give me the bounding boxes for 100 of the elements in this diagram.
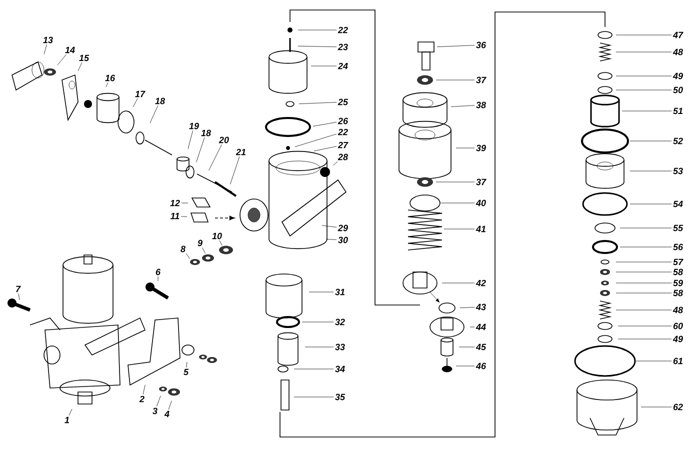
leader-line [636, 360, 672, 362]
leader-line [78, 62, 82, 72]
callout-number: 49 [672, 336, 683, 342]
callout-number: 62 [673, 404, 683, 410]
leader-line [620, 246, 672, 248]
leader-line [326, 239, 337, 240]
leader-line [181, 202, 188, 204]
leader-line [314, 146, 337, 152]
callout-number: 33 [335, 344, 345, 350]
leader-line [640, 406, 672, 408]
callout-number: 37 [476, 76, 486, 84]
leader-line [180, 216, 188, 217]
callout-number: 55 [673, 224, 684, 232]
callout-number: 46 [476, 362, 486, 370]
leader-line [312, 122, 337, 126]
callout-number: 21 [236, 148, 246, 156]
callout-number: 22 [338, 128, 348, 136]
leader-line [44, 44, 47, 54]
leader-line [470, 326, 475, 328]
leader-line [208, 144, 222, 171]
callout-number: 36 [476, 42, 486, 48]
leader-line [618, 338, 672, 340]
callout-number: 48 [672, 48, 683, 56]
leader-line [630, 170, 672, 172]
callout-number: 14 [65, 46, 75, 54]
callout-number: 7 [16, 286, 21, 292]
leader-line [294, 134, 337, 148]
leader-line [322, 225, 337, 228]
callout-number: 51 [673, 108, 683, 114]
leader-line [616, 34, 672, 36]
leader-line [186, 253, 190, 259]
leader-line [196, 137, 205, 162]
callout-number: 40 [476, 200, 486, 206]
leader-line [298, 102, 337, 104]
callout-number: 27 [338, 142, 348, 148]
callout-number: 8 [180, 246, 186, 252]
callout-number: 58 [673, 290, 683, 296]
callout-number: 35 [335, 394, 346, 400]
leader-line [458, 346, 475, 348]
leader-line [304, 346, 334, 348]
callout-number: 25 [338, 98, 348, 106]
callout-number: 45 [476, 344, 486, 350]
callout-number: 32 [335, 318, 345, 326]
callout-number: 16 [105, 74, 116, 82]
leader-line [219, 240, 222, 246]
callout-number: 9 [198, 240, 202, 246]
leader-line [18, 293, 20, 300]
callout-number: 39 [476, 144, 486, 152]
callout-number: 24 [338, 62, 348, 70]
leader-line [436, 45, 475, 48]
leader-line [440, 202, 475, 204]
callout-number: 11 [170, 212, 180, 220]
leader-line [150, 105, 158, 124]
callout-number: 2 [139, 396, 144, 402]
callout-number: 19 [189, 122, 199, 130]
leader-line [616, 282, 672, 284]
callout-number: 48 [672, 306, 683, 314]
leader-line [622, 110, 672, 112]
callout-number: 4 [164, 410, 170, 418]
leader-line [442, 282, 475, 284]
callout-number: 3 [152, 408, 158, 414]
leader-line [630, 140, 672, 142]
leader-line [230, 156, 240, 184]
callout-number: 29 [338, 224, 348, 232]
callout-number: 13 [43, 36, 53, 44]
callout-number: 23 [338, 44, 348, 50]
leader-line [68, 408, 72, 416]
leader-line [294, 368, 334, 370]
callout-number: 18 [155, 98, 165, 104]
callout-number: 30 [338, 236, 348, 244]
callout-number: 28 [338, 154, 348, 160]
callout-number: 53 [673, 168, 683, 174]
leader-line [450, 105, 475, 107]
callout-number: 20 [218, 136, 229, 144]
callout-number: 47 [672, 32, 684, 38]
leader-line [202, 247, 206, 254]
callout-number: 61 [673, 358, 683, 364]
leader-line [168, 400, 172, 410]
leader-line [294, 396, 334, 398]
callout-number: 31 [335, 288, 345, 296]
callout-number: 42 [476, 280, 486, 286]
callout-number: 60 [673, 322, 683, 330]
leader-line [616, 292, 672, 294]
callout-number: 15 [79, 54, 90, 62]
callout-number: 54 [673, 200, 683, 208]
callout-number: 41 [476, 226, 486, 232]
callout-number: 18 [201, 130, 211, 136]
callout-number: 44 [476, 324, 486, 330]
callout-number: 10 [212, 232, 222, 240]
callout-number: 34 [335, 366, 345, 372]
callout-number: 58 [673, 268, 683, 276]
leader-line [106, 82, 108, 88]
callout-number: 17 [135, 90, 146, 98]
callout-number: 50 [673, 86, 683, 94]
callout-number: 12 [170, 200, 180, 206]
callout-number: 37 [476, 178, 486, 186]
leader-line [460, 307, 475, 308]
callout-number: 43 [476, 304, 486, 310]
leader-line [188, 130, 193, 150]
callout-number: 56 [673, 244, 684, 250]
